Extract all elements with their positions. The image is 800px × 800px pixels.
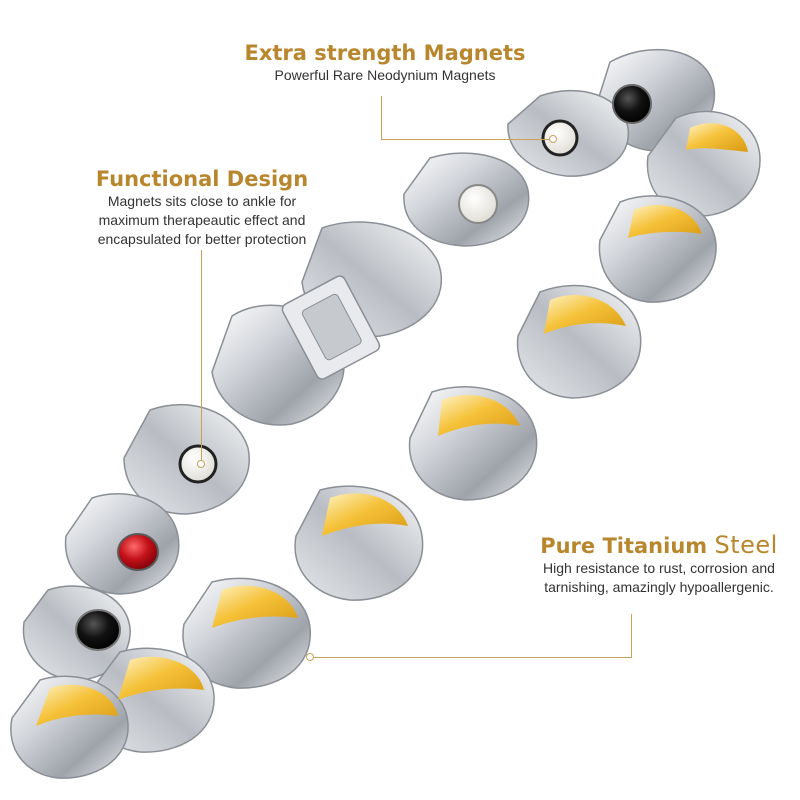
leader-line-titanium: [631, 614, 632, 658]
callout-titanium-description: High resistance to rust, corrosion and t…: [543, 560, 775, 595]
leader-line-magnets: [381, 96, 382, 140]
callout-titanium-title-suffix: Steel: [714, 531, 778, 559]
gold-link-chain: [10, 110, 761, 779]
callout-titanium: Pure Titanium Steel High resistance to r…: [528, 532, 790, 597]
leader-dot-titanium: [306, 653, 314, 661]
leader-line-functional: [201, 250, 202, 462]
leader-dot-magnets: [549, 135, 557, 143]
callout-magnets-description: Powerful Rare Neodynium Magnets: [274, 67, 496, 83]
callout-magnets-title: Extra strength Magnets: [244, 41, 526, 65]
leader-line-magnets-h: [381, 139, 553, 140]
callout-functional: Functional Design Magnets sits close to …: [78, 166, 326, 249]
callout-functional-description: Magnets sits close to ankle for maximum …: [97, 193, 307, 247]
leader-dot-functional: [197, 460, 205, 468]
callout-titanium-title: Pure Titanium Steel: [528, 532, 790, 559]
callout-titanium-title-main: Pure Titanium: [540, 534, 708, 558]
leader-line-titanium-h: [310, 657, 632, 658]
callout-functional-title: Functional Design: [95, 167, 309, 191]
magnet-link-chain: [22, 48, 716, 681]
callout-magnets: Extra strength Magnets Powerful Rare Neo…: [228, 40, 542, 85]
